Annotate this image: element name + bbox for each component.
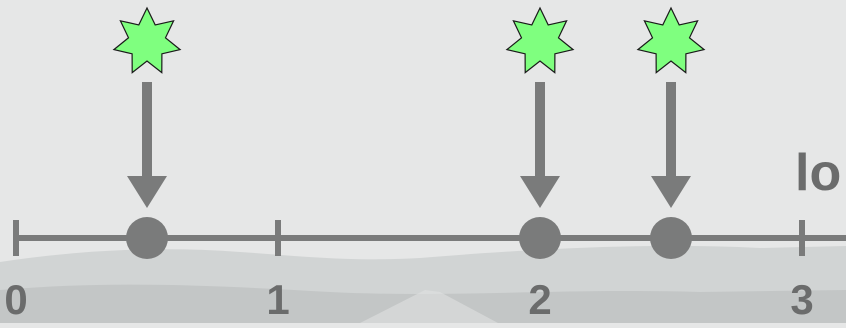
down-arrow-icon — [127, 176, 167, 208]
tick-label: 2 — [520, 276, 560, 324]
event-markers — [114, 8, 704, 259]
tick-label: 1 — [258, 276, 298, 324]
event-point — [650, 217, 692, 259]
tick-label: 0 — [0, 276, 36, 324]
star-icon — [114, 8, 180, 73]
event-point — [519, 217, 561, 259]
side-label: lo — [795, 143, 841, 203]
star-icon — [638, 8, 704, 73]
tick-label: 3 — [782, 276, 822, 324]
background-mountain — [0, 246, 846, 323]
event-point — [126, 217, 168, 259]
down-arrow-icon — [520, 176, 560, 208]
star-icon — [507, 8, 573, 73]
down-arrow-icon — [651, 176, 691, 208]
